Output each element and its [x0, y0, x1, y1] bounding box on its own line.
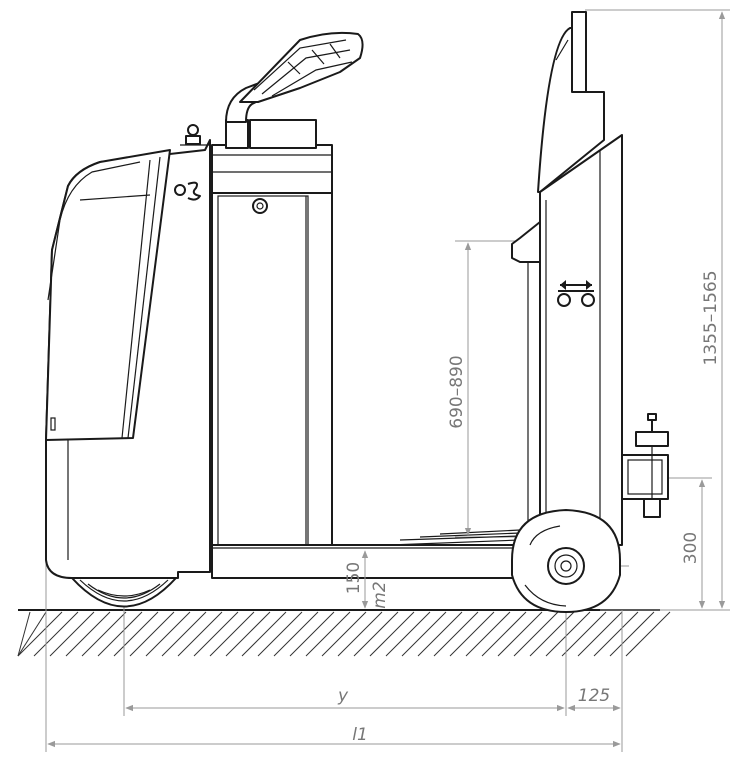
hatch-line: [305, 611, 351, 657]
front-wheel: [511, 509, 621, 613]
ground: [17, 609, 671, 657]
hatch-line: [33, 611, 79, 657]
hatch-line: [577, 611, 623, 657]
hatch-line: [17, 611, 31, 657]
dimension-labels: 1355–1565 690–890 300 150 m2 y 125 l1: [337, 270, 721, 745]
rear-body: [45, 139, 211, 579]
dim-overall-length: l1: [352, 725, 368, 745]
hatch-line: [481, 611, 527, 657]
hatch-line: [513, 611, 559, 657]
hatch-line: [17, 611, 63, 657]
hatch-line: [609, 611, 655, 657]
hatch-line: [369, 611, 415, 657]
hatch-line: [385, 611, 431, 657]
steering-unit: [180, 31, 364, 194]
rear-wheel: [71, 577, 177, 608]
hatch-line: [129, 611, 175, 657]
hatch-line: [401, 611, 447, 657]
ground-hatching: [17, 611, 671, 657]
hatch-line: [257, 611, 303, 657]
hatch-line: [97, 611, 143, 657]
hatch-line: [321, 611, 367, 657]
tow-hitch: [621, 413, 669, 518]
dim-mast-height: 1355–1565: [701, 270, 721, 365]
hatch-line: [593, 611, 639, 657]
dim-platform-height: 690–890: [447, 355, 467, 428]
hatch-line: [177, 611, 223, 657]
mast: [511, 11, 623, 546]
hatch-line: [49, 611, 95, 657]
hatch-line: [625, 611, 671, 657]
dim-wheelbase-y: y: [337, 686, 349, 706]
hatch-line: [465, 611, 511, 657]
hatch-line: [449, 611, 495, 657]
center-column: [211, 192, 333, 546]
hatch-line: [241, 611, 287, 657]
hatch-line: [65, 611, 111, 657]
hatch-line: [353, 611, 399, 657]
hatch-line: [113, 611, 159, 657]
hatch-line: [161, 611, 207, 657]
dim-ground-clearance: 150: [344, 562, 364, 594]
brand-logo-icon: [174, 181, 201, 201]
hatch-line: [417, 611, 463, 657]
hatch-line: [145, 611, 191, 657]
hatch-line: [497, 611, 543, 657]
hatch-line: [529, 611, 575, 657]
hatch-line: [273, 611, 319, 657]
hatch-line: [17, 611, 47, 657]
hatch-line: [193, 611, 239, 657]
dimension-lines: [47, 11, 726, 748]
hatch-line: [81, 611, 127, 657]
hatch-line: [209, 611, 255, 657]
hatch-line: [289, 611, 335, 657]
hatch-line: [545, 611, 591, 657]
hatch-line: [433, 611, 479, 657]
dim-m2: m2: [370, 581, 390, 608]
dim-hitch-height: 300: [681, 532, 701, 564]
hatch-line: [561, 611, 607, 657]
hatch-line: [337, 611, 383, 657]
lift-arrows-icon: [557, 280, 595, 307]
dim-front-overhang: 125: [578, 686, 610, 706]
hatch-line: [225, 611, 271, 657]
